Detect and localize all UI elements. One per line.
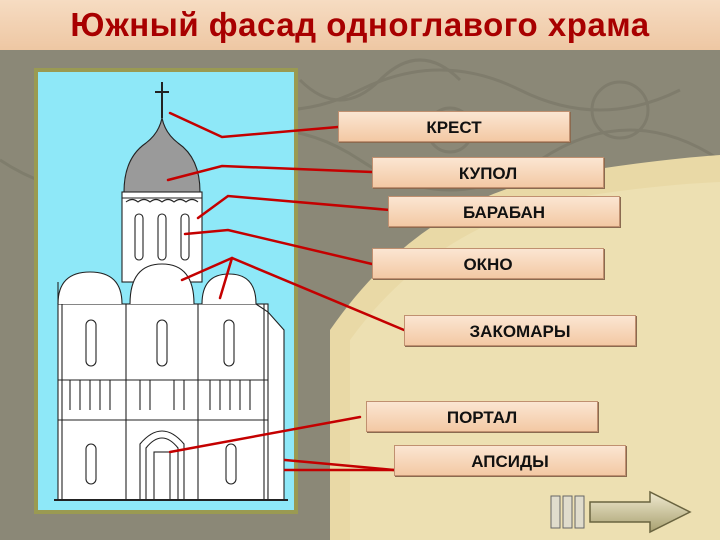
label-zakomary[interactable]: ЗАКОМАРЫ [404, 315, 636, 346]
label-dome[interactable]: КУПОЛ [372, 157, 604, 188]
label-window[interactable]: ОКНО [372, 248, 604, 279]
label-apses[interactable]: АПСИДЫ [394, 445, 626, 476]
church-facade-illustration [34, 68, 298, 514]
slide-title: Южный фасад одноглавого храма [0, 0, 720, 50]
label-drum[interactable]: БАРАБАН [388, 196, 620, 227]
forward-arrow-icon[interactable] [588, 490, 694, 534]
label-portal[interactable]: ПОРТАЛ [366, 401, 598, 432]
label-cross[interactable]: КРЕСТ [338, 111, 570, 142]
end-bars-icon[interactable] [550, 494, 588, 530]
